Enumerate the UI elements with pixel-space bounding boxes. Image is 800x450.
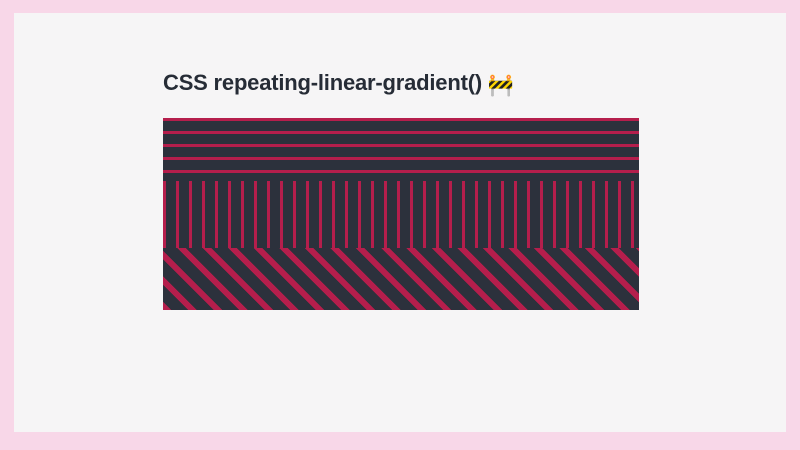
construction-sign-icon: 🚧 (487, 73, 514, 97)
content-canvas: CSS repeating-linear-gradient() 🚧 (14, 13, 786, 432)
page-title: CSS repeating-linear-gradient() 🚧 (163, 69, 514, 97)
band-diagonal-stripes (163, 248, 639, 310)
page-title-text: CSS repeating-linear-gradient() (163, 69, 488, 95)
band-vertical-stripes (163, 181, 639, 248)
band-horizontal-stripes (163, 118, 639, 181)
gradient-demo-panel (163, 118, 639, 310)
